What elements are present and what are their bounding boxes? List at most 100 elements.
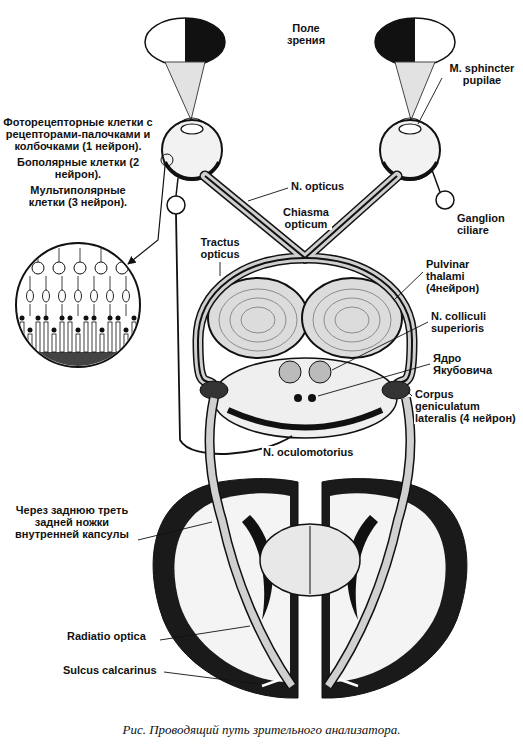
colliculus — [309, 361, 331, 383]
cone-cell — [28, 334, 32, 352]
thalamus-hatch — [219, 289, 297, 351]
thalamus-hatch — [241, 307, 275, 333]
ciliary-ganglion — [436, 191, 454, 209]
leader-line — [164, 672, 258, 684]
bipolar-cell — [43, 290, 50, 302]
thalamus-hatch — [335, 307, 369, 333]
ganglion-axon — [59, 248, 60, 262]
nerve-band — [198, 258, 305, 384]
receptor-nucleus — [116, 316, 121, 321]
receptor-nucleus — [124, 328, 129, 333]
part-label: Поле зрения — [283, 22, 329, 46]
geniculate-body — [382, 381, 410, 399]
light-cone — [165, 62, 205, 120]
part-label: Ядро Якубовича — [432, 352, 518, 376]
part-label: Tractus opticus — [192, 236, 248, 260]
receptor-nucleus — [52, 328, 57, 333]
retina-cells — [10, 248, 150, 372]
cone-cell — [76, 334, 80, 352]
part-label: M. sphincter pupilae — [444, 62, 520, 86]
nucleus-dot — [294, 394, 302, 402]
bipolar-axon — [62, 276, 63, 290]
cone-cell — [52, 334, 56, 352]
bipolar-dendrite — [94, 304, 95, 316]
rod-cell — [60, 322, 64, 352]
bipolar-cell — [107, 290, 114, 302]
part-label: Corpus geniculatum lateralis (4 нейрон) — [414, 388, 520, 424]
nerve-band — [305, 258, 412, 384]
receptor-nucleus — [76, 328, 81, 333]
figure-caption: Рис. Проводящий путь зрительного анализа… — [0, 722, 523, 737]
ganglion-cell — [95, 262, 107, 274]
nerve-line — [176, 178, 178, 196]
rod-cell — [44, 322, 48, 352]
optic-radiation — [328, 398, 411, 686]
visual-field — [375, 18, 455, 66]
thalamus-hatch — [230, 298, 286, 342]
receptor-nucleus — [108, 316, 113, 321]
thalamus-hatch — [313, 289, 391, 351]
rod-cell — [92, 322, 96, 352]
ganglion-axon — [38, 248, 39, 262]
receptor-nucleus — [28, 328, 33, 333]
retina-inset — [16, 243, 140, 367]
light-cone — [395, 62, 435, 120]
geniculate-body — [200, 381, 228, 399]
ganglion-cell — [74, 262, 86, 274]
receptor-nucleus — [20, 316, 25, 321]
bipolar-cell — [91, 290, 98, 302]
part-label: Sulcus calcarinus — [62, 664, 162, 676]
ganglion-axon — [122, 248, 123, 262]
bipolar-dendrite — [46, 304, 47, 316]
midbrain — [213, 358, 397, 438]
rod-cell — [68, 322, 72, 352]
thalamus-hatch — [324, 298, 380, 342]
bipolar-axon — [46, 276, 47, 290]
oculomotor-nerve — [176, 214, 292, 454]
part-label: Фоторецепторные клетки с рецепторами-пал… — [2, 116, 154, 152]
bipolar-axon — [30, 276, 31, 290]
leader-line — [138, 522, 212, 540]
receptor-nucleus — [92, 316, 97, 321]
central-nuclei — [260, 524, 360, 596]
optic-radiation — [209, 398, 292, 686]
receptor-nucleus — [68, 316, 73, 321]
nerve-fibre — [198, 258, 305, 384]
inset-pointer — [128, 166, 165, 264]
rod-cell — [132, 322, 136, 352]
bipolar-axon — [110, 276, 111, 290]
bipolar-dendrite — [110, 304, 111, 316]
bipolar-cell — [123, 290, 130, 302]
cone-cell — [124, 334, 128, 352]
visual-field-half — [185, 18, 225, 66]
eyeball — [380, 120, 440, 180]
part-label: Через заднюю треть задней ножки внутренн… — [8, 504, 136, 540]
receptor-nucleus — [36, 316, 41, 321]
pigment-layer — [10, 352, 150, 372]
part-label: Бополярные клетки (2 нейрон). — [16, 156, 140, 180]
bipolar-cell — [75, 290, 82, 302]
part-label: Chiasma opticum — [280, 206, 332, 230]
nucleus-dot — [308, 394, 316, 402]
nerve-outline — [198, 258, 305, 384]
bipolar-dendrite — [30, 304, 31, 316]
receptor-nucleus — [44, 316, 49, 321]
part-label: N. colliculi superioris — [430, 310, 518, 334]
nerve-line — [432, 170, 440, 192]
ganglion-cell — [116, 262, 128, 274]
radiation-outline — [328, 398, 411, 686]
magnifier-spot — [161, 154, 173, 166]
part-label: Ganglion ciliare — [456, 212, 518, 236]
lens — [399, 124, 421, 134]
leader-line — [332, 322, 428, 370]
colliculus — [279, 361, 301, 383]
part-label: Мультиполярные клетки (3 нейрон). — [16, 184, 140, 208]
lens — [181, 124, 203, 134]
rod-cell — [84, 322, 88, 352]
bipolar-dendrite — [126, 304, 127, 316]
receptor-nucleus — [100, 328, 105, 333]
ganglion-axon — [101, 248, 102, 262]
radiation-outline — [209, 398, 292, 686]
rod-cell — [116, 322, 120, 352]
